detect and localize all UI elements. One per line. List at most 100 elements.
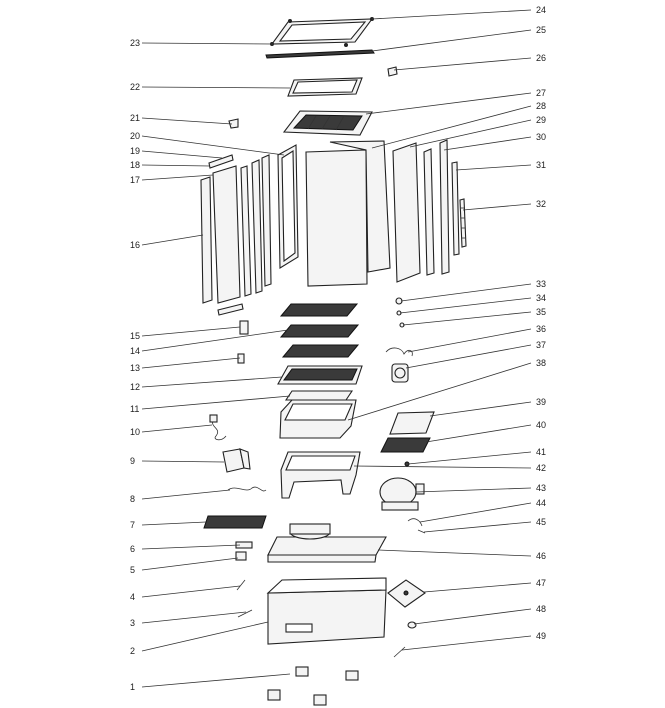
callout-number-16: 16 — [130, 240, 140, 250]
callout-number-36: 36 — [536, 324, 546, 334]
leader-line-5 — [141, 557, 239, 571]
leader-line-23 — [141, 42, 275, 45]
leader-line-34 — [399, 297, 532, 314]
callout-number-3: 3 — [130, 618, 135, 628]
callout-number-29: 29 — [536, 115, 546, 125]
leader-line-8 — [141, 489, 231, 500]
leader-line-17 — [141, 174, 214, 181]
callout-number-23: 23 — [130, 38, 140, 48]
leader-line-37 — [405, 344, 532, 369]
leader-line-27 — [365, 92, 532, 115]
leader-line-43 — [415, 487, 532, 493]
callout-number-41: 41 — [536, 447, 546, 457]
callout-number-32: 32 — [536, 199, 546, 209]
callout-number-4: 4 — [130, 592, 135, 602]
leader-line-32 — [462, 203, 532, 211]
leader-line-44 — [419, 502, 532, 523]
callout-number-13: 13 — [130, 363, 140, 373]
callout-number-30: 30 — [536, 132, 546, 142]
part-45-pin — [417, 529, 426, 534]
leader-line-41 — [407, 451, 532, 465]
leader-line-35 — [402, 311, 532, 326]
part-44-pipe — [407, 518, 423, 527]
leader-line-40 — [425, 424, 532, 443]
callout-number-27: 27 — [536, 88, 546, 98]
part-43-compressor — [379, 477, 425, 511]
part-8-wiring — [227, 486, 267, 492]
leader-line-22 — [141, 86, 291, 89]
part-27-top-frame — [282, 110, 373, 136]
leader-line-11 — [141, 395, 291, 410]
callout-number-28: 28 — [536, 101, 546, 111]
callout-number-1: 1 — [130, 682, 135, 692]
callout-number-19: 19 — [130, 146, 140, 156]
leader-line-26 — [393, 57, 532, 71]
part-38-evaporator-box — [279, 399, 357, 439]
leader-line-48 — [413, 608, 532, 625]
callout-number-25: 25 — [536, 25, 546, 35]
callout-number-33: 33 — [536, 279, 546, 289]
leader-line-7 — [141, 521, 207, 526]
callout-number-38: 38 — [536, 358, 546, 368]
callout-number-5: 5 — [130, 565, 135, 575]
part-29-side-panel — [392, 142, 421, 283]
callout-layer: 1234567891011121314151617181920212223242… — [130, 5, 546, 692]
leader-line-49 — [401, 635, 532, 651]
leader-line-2 — [141, 621, 269, 652]
leader-line-42 — [353, 465, 532, 469]
callout-number-26: 26 — [536, 53, 546, 63]
part-1-feet — [267, 666, 359, 706]
part-15-hinge — [239, 320, 249, 335]
callout-number-20: 20 — [130, 131, 140, 141]
leader-line-29 — [409, 119, 532, 148]
callout-number-10: 10 — [130, 427, 140, 437]
part-24-top-lid — [270, 17, 374, 47]
part-36-wire — [385, 347, 413, 357]
callout-number-39: 39 — [536, 397, 546, 407]
callout-number-6: 6 — [130, 544, 135, 554]
callout-number-37: 37 — [536, 340, 546, 350]
part-2-base-cabinet — [266, 577, 387, 645]
leader-line-33 — [400, 283, 532, 302]
part-48-knob — [407, 621, 417, 629]
callout-number-47: 47 — [536, 578, 546, 588]
callout-number-9: 9 — [130, 456, 135, 466]
part-12-drip-tray — [277, 365, 363, 385]
callout-number-14: 14 — [130, 346, 140, 356]
leader-line-45 — [423, 521, 532, 533]
part-17-gasket-strips — [240, 154, 272, 297]
part-4-clip — [236, 579, 246, 591]
part-22-panel — [287, 77, 363, 97]
leader-line-21 — [141, 117, 233, 125]
leader-line-1 — [141, 673, 291, 688]
callout-number-40: 40 — [536, 420, 546, 430]
leader-line-20 — [141, 135, 285, 156]
part-14-wire-shelves — [279, 303, 360, 358]
callout-number-45: 45 — [536, 517, 546, 527]
part-30-side-strips — [423, 139, 450, 276]
callout-number-15: 15 — [130, 331, 140, 341]
part-10-power-cord — [209, 414, 227, 441]
part-32-shelf-support — [459, 198, 467, 248]
part-5-switch — [235, 551, 247, 561]
part-11-evaporator-cover — [284, 390, 354, 401]
part-42-base-frame — [280, 451, 361, 499]
callout-number-35: 35 — [536, 307, 546, 317]
leader-line-19 — [141, 150, 223, 159]
part-3-pin — [237, 609, 253, 618]
leader-line-46 — [377, 549, 532, 557]
leader-line-16 — [141, 234, 204, 246]
callout-number-21: 21 — [130, 113, 140, 123]
callout-number-18: 18 — [130, 160, 140, 170]
part-20-door-frame — [277, 144, 299, 269]
part-47-plate — [387, 579, 426, 608]
leader-line-31 — [455, 164, 532, 171]
leader-line-36 — [407, 328, 532, 353]
leader-line-28 — [371, 105, 532, 149]
part-9-control-box — [222, 448, 251, 473]
callout-number-43: 43 — [536, 483, 546, 493]
leader-line-10 — [141, 424, 213, 433]
part-40-condenser — [380, 437, 431, 453]
leader-line-15 — [141, 326, 241, 337]
callout-number-31: 31 — [536, 160, 546, 170]
